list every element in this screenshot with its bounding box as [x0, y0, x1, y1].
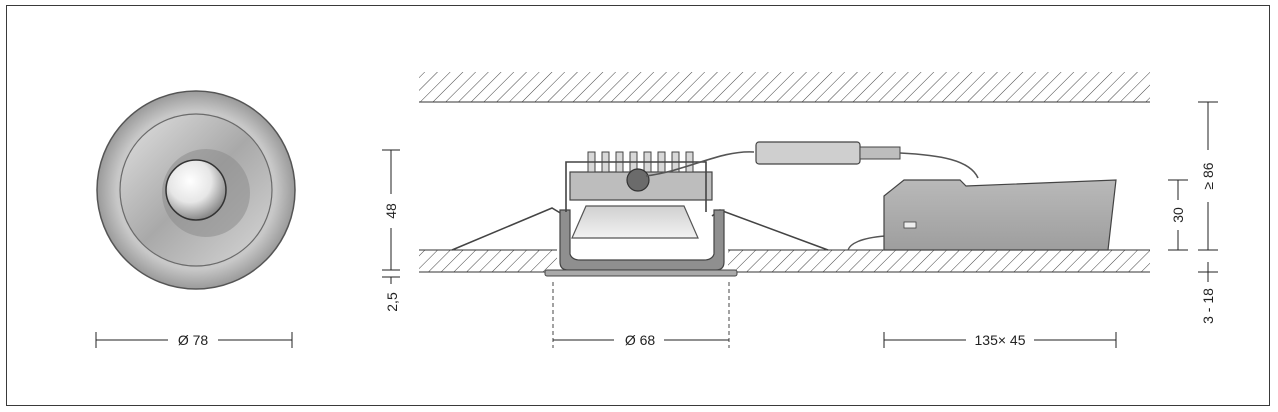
height-48-label: 48 [383, 203, 399, 219]
connector-plug [859, 146, 901, 160]
dimension-ceiling-3-18: 3 - 18 [1198, 262, 1218, 324]
dimension-flange-2-5: 2,5 [382, 276, 400, 312]
dimension-void-86: ≥ 86 [1198, 101, 1218, 251]
flange-2-5-label: 2,5 [384, 292, 400, 312]
upper-slab-hatch [419, 72, 1150, 102]
lens [165, 159, 227, 221]
cable-connector [755, 141, 861, 165]
driver-output-cable [847, 235, 886, 251]
dimension-cutout-68: Ø 68 [552, 282, 730, 348]
reflector [571, 205, 699, 239]
driver-height-30-label: 30 [1170, 207, 1186, 223]
diameter-78-label: Ø 78 [178, 332, 209, 348]
dimension-driver-height-30: 30 [1168, 179, 1188, 251]
cutout-68-label: Ø 68 [625, 332, 656, 348]
luminaire-side [451, 141, 979, 277]
flange [544, 269, 738, 277]
spring-clip-right [711, 209, 829, 251]
ceiling-panel-right [728, 250, 1150, 272]
mounting-bracket [565, 161, 707, 212]
drawing-frame [6, 5, 1270, 406]
dimension-diameter-78: Ø 78 [95, 332, 293, 348]
front-view [96, 90, 296, 290]
ceiling-panel-left [419, 250, 557, 272]
spring-clip-left [451, 207, 563, 251]
ceiling-thickness-label: 3 - 18 [1200, 288, 1216, 324]
ceiling-void-label: ≥ 86 [1200, 162, 1216, 189]
dimension-height-48: 48 [382, 149, 400, 271]
cable-to-driver [899, 152, 979, 179]
driver-size-label: 135× 45 [975, 332, 1026, 348]
cable-gland [626, 168, 650, 192]
dimension-driver-135x45: 135× 45 [883, 332, 1117, 348]
cable-to-connector [645, 151, 755, 177]
driver [883, 179, 1117, 251]
